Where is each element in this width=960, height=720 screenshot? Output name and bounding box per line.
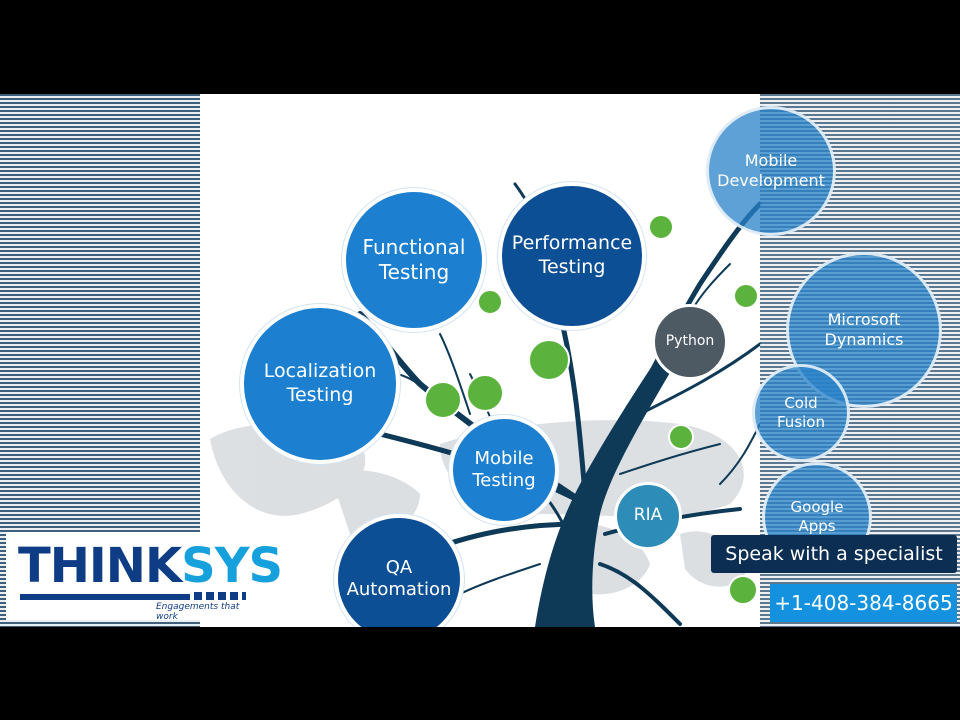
bubble-label: Mobile Development bbox=[717, 151, 825, 190]
speak-with-specialist-button[interactable]: Speak with a specialist bbox=[711, 535, 957, 573]
bubble-label: Microsoft Dynamics bbox=[824, 310, 904, 349]
bubble-functional-testing: Functional Testing bbox=[342, 188, 486, 332]
leaf-dot bbox=[424, 381, 462, 419]
phone-number-link[interactable]: +1-408-384-8665 bbox=[770, 584, 957, 622]
bubble-performance-testing: Performance Testing bbox=[498, 182, 646, 330]
logo-think: THINK bbox=[18, 538, 182, 594]
bubble-label: Localization Testing bbox=[263, 360, 377, 406]
thinksys-logo: THINKSYS Engagements that work bbox=[6, 532, 283, 622]
logo-dots bbox=[194, 592, 246, 600]
bubble-label: Google Apps bbox=[790, 498, 844, 535]
bubble-label: Functional Testing bbox=[362, 235, 466, 284]
bubble-ria: RIA bbox=[614, 482, 682, 550]
bubble-label: Mobile Testing bbox=[472, 447, 536, 492]
logo-tagline: Engagements that work bbox=[156, 602, 240, 622]
video-frame: Functional Testing Performance Testing L… bbox=[0, 94, 960, 627]
logo-underline bbox=[20, 594, 190, 600]
bubble-coldfusion: Cold Fusion bbox=[752, 364, 850, 462]
bubble-mobile-testing: Mobile Testing bbox=[449, 415, 559, 525]
bubble-mobile-development: Mobile Development bbox=[706, 106, 836, 236]
bubble-label: Python bbox=[665, 333, 715, 350]
bubble-qa-automation: QA Automation bbox=[334, 514, 464, 627]
leaf-dot bbox=[466, 374, 504, 412]
bubble-label: QA Automation bbox=[346, 556, 452, 601]
tree-trunk bbox=[535, 354, 675, 627]
bubble-microsoft-dynamics: Microsoft Dynamics bbox=[786, 252, 942, 408]
bubble-python: Python bbox=[652, 304, 728, 380]
leaf-dot bbox=[477, 289, 503, 315]
bubble-localization-testing: Localization Testing bbox=[240, 304, 400, 464]
leaf-dot bbox=[648, 214, 674, 240]
leaf-dot bbox=[733, 283, 759, 309]
logo-sys: SYS bbox=[181, 538, 283, 594]
bubble-label: Cold Fusion bbox=[777, 394, 825, 431]
leaf-dot bbox=[728, 575, 758, 605]
leaf-dot bbox=[528, 339, 570, 381]
bubble-label: RIA bbox=[633, 505, 663, 526]
bubble-label: Performance Testing bbox=[511, 232, 633, 278]
logo-wordmark: THINKSYS bbox=[18, 538, 283, 594]
leaf-dot bbox=[668, 424, 694, 450]
